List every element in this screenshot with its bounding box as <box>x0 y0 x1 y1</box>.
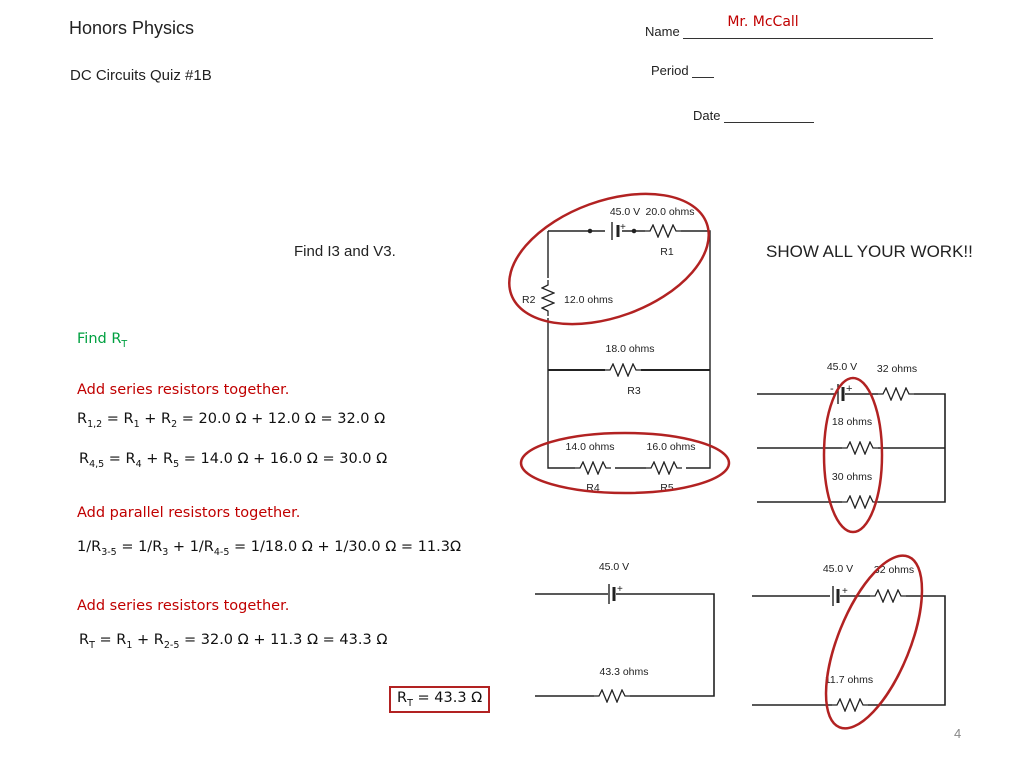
period-field: Period <box>651 63 715 78</box>
period-line <box>692 65 715 78</box>
circuit-b-p1-value: 18 ohms <box>832 416 872 428</box>
circuit-b-series-resistor <box>878 387 914 401</box>
circuit-c <box>535 584 715 697</box>
r4-value: 14.0 ohms <box>565 441 614 453</box>
circuit-b-plus: + <box>846 383 852 395</box>
final-answer-box: RT = 43.3 Ω <box>389 686 491 713</box>
circuit-d-series-resistor <box>870 589 906 603</box>
circuit-d-equiv-resistor <box>832 698 868 712</box>
circuit-b-series-value: 32 ohms <box>877 363 917 375</box>
name-line: Mr. McCall <box>683 14 934 39</box>
plus-sign: + <box>620 222 626 233</box>
step-series-1: Add series resistors together. <box>77 382 290 398</box>
circuit-c-plus: + <box>617 584 623 595</box>
equation-r12: R1,2 = R1 + R2 = 20.0 Ω + 12.0 Ω = 32.0 … <box>77 411 386 430</box>
date-label: Date <box>693 108 721 123</box>
step-parallel: Add parallel resistors together. <box>77 505 301 521</box>
equation-r45: R4,5 = R4 + R5 = 14.0 Ω + 16.0 Ω = 30.0 … <box>79 451 388 470</box>
date-line <box>724 110 815 123</box>
r2-label: R2 <box>522 294 536 306</box>
circuit-c-battery-label: 45.0 V <box>599 561 629 573</box>
r3-value: 18.0 ohms <box>605 343 654 355</box>
circuit-d-series-value: 32 ohms <box>874 564 914 576</box>
circuit-c-resistor <box>594 689 630 703</box>
circuit-d-plus: + <box>842 586 848 597</box>
r1-value: 20.0 ohms <box>645 206 694 218</box>
resistor-r5 <box>646 461 682 475</box>
circuit-d <box>752 586 946 706</box>
circuit-b-resistor-18 <box>842 441 878 455</box>
resistor-r2 <box>541 280 555 316</box>
page-number: 4 <box>954 726 962 741</box>
quiz-title: DC Circuits Quiz #1B <box>70 67 212 84</box>
circuit-b-resistor-30 <box>842 495 878 509</box>
annotation-circle-series <box>824 554 924 730</box>
find-prompt: Find I3 and V3. <box>294 243 396 260</box>
resistor-r4 <box>575 461 611 475</box>
equation-rt: RT = R1 + R2-5 = 32.0 Ω + 11.3 Ω = 43.3 … <box>79 632 388 651</box>
circuit-d-equiv-value: 11.7 ohms <box>825 674 873 686</box>
annotation-circle-r12 <box>508 192 710 326</box>
equation-r3-5: 1/R3-5 = 1/R3 + 1/R4-5 = 1/18.0 Ω + 1/30… <box>77 539 462 558</box>
show-work-prompt: SHOW ALL YOUR WORK!! <box>766 242 973 261</box>
resistor-r1 <box>645 224 681 238</box>
annotation-circle-parallel <box>822 376 884 534</box>
step-series-2: Add series resistors together. <box>77 598 290 614</box>
date-field: Date <box>693 108 815 123</box>
circuit-c-resistor-value: 43.3 ohms <box>599 666 648 678</box>
name-field: Name Mr. McCall <box>645 14 934 39</box>
main-battery-label: 45.0 V <box>610 206 640 218</box>
find-rt-heading: Find RT <box>77 331 128 350</box>
circuit-b-p2-value: 30 ohms <box>832 471 872 483</box>
resistor-r3 <box>605 363 641 377</box>
period-label: Period <box>651 63 689 78</box>
r1-label: R1 <box>660 246 674 258</box>
r2-value: 12.0 ohms <box>564 294 613 306</box>
name-label: Name <box>645 24 680 39</box>
name-value: Mr. McCall <box>727 14 799 30</box>
r3-label: R3 <box>627 385 641 397</box>
course-title: Honors Physics <box>69 18 195 38</box>
circuit-b-minus: - <box>830 383 834 395</box>
circuit-b-battery-label: 45.0 V <box>827 361 857 373</box>
annotation-circle-r45 <box>519 431 731 495</box>
circuit-b <box>757 384 946 503</box>
circuit-d-battery-label: 45.0 V <box>823 563 853 575</box>
r5-value: 16.0 ohms <box>646 441 695 453</box>
main-circuit <box>547 222 711 469</box>
